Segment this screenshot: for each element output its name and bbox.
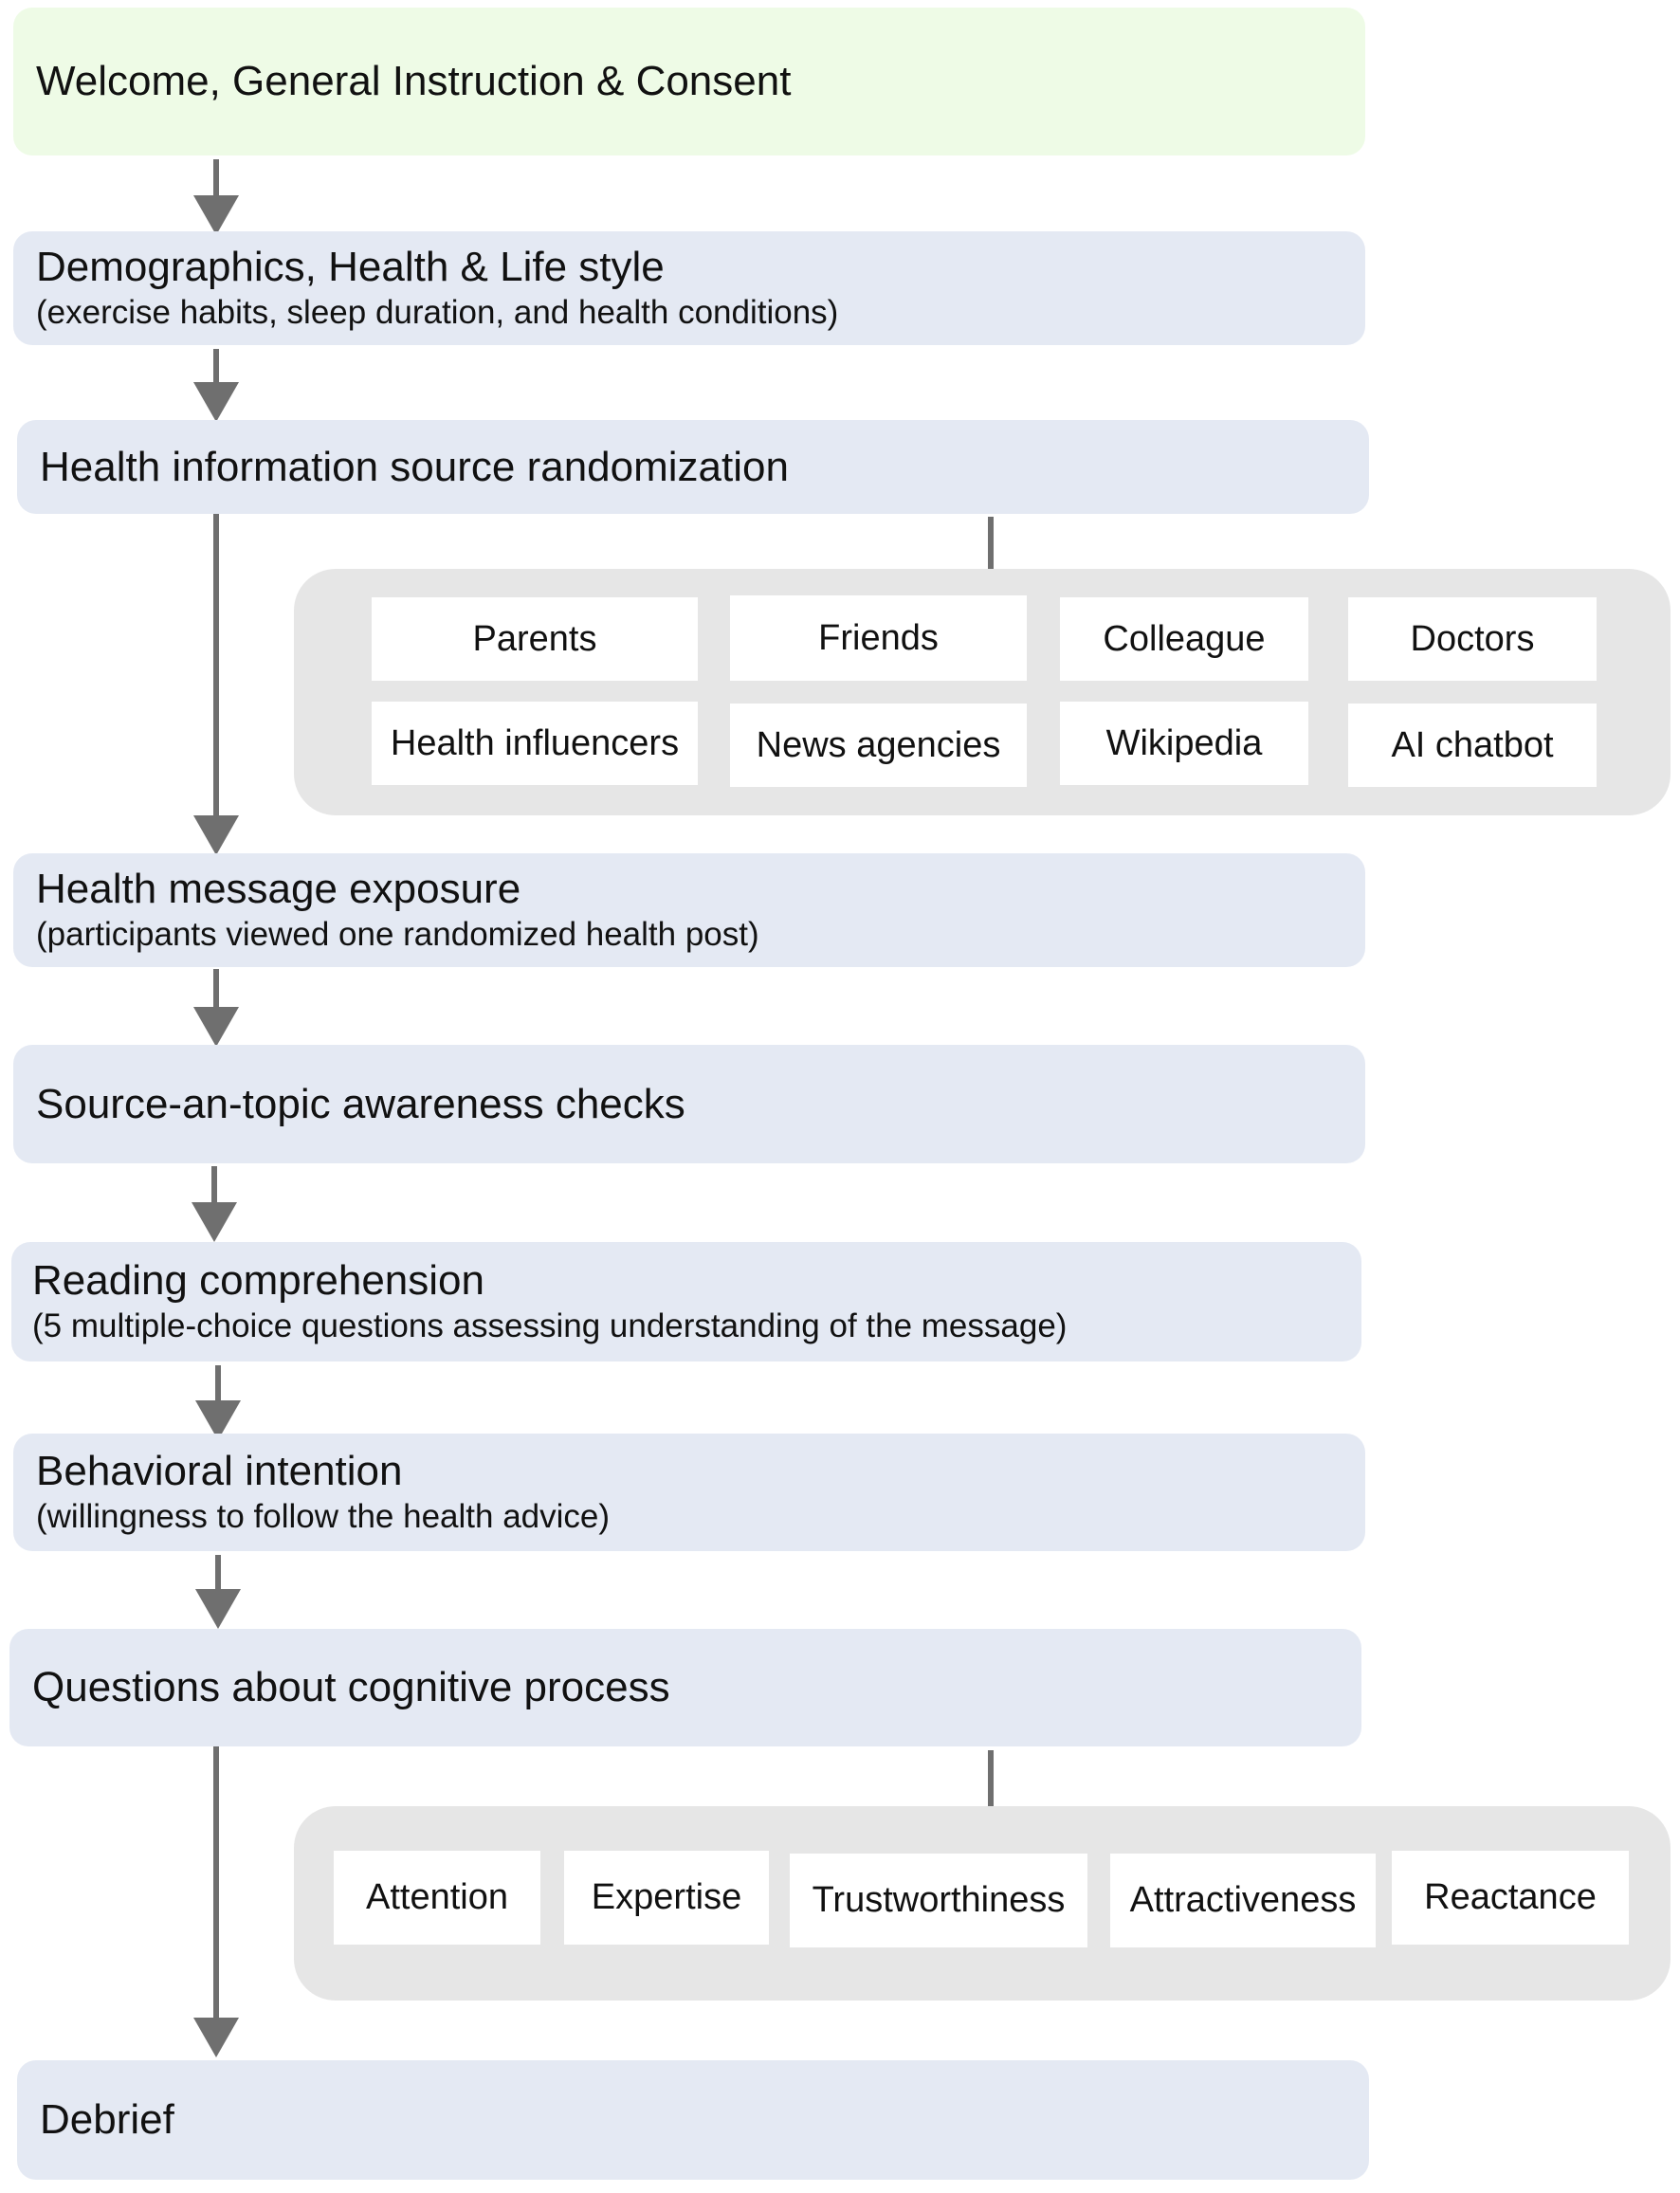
step-cognitive-process: Questions about cognitive process (9, 1629, 1361, 1746)
step-welcome-consent: Welcome, General Instruction & Consent (13, 8, 1365, 155)
step-comprehension-subtitle: (5 multiple-choice questions assessing u… (32, 1307, 1068, 1344)
factor-reactance: Reactance (1392, 1851, 1629, 1945)
step-debrief-title: Debrief (40, 2096, 174, 2143)
step-debrief: Debrief (17, 2060, 1369, 2180)
step-awareness-title: Source-an-topic awareness checks (36, 1080, 685, 1127)
factor-attention: Attention (334, 1851, 540, 1945)
step-welcome-title: Welcome, General Instruction & Consent (36, 58, 792, 104)
source-option-wikipedia: Wikipedia (1060, 702, 1308, 785)
step-intention-title: Behavioral intention (36, 1448, 403, 1494)
cognitive-factors-panel: Attention Expertise Trustworthiness Attr… (294, 1806, 1671, 2001)
step-comprehension-title: Reading comprehension (32, 1257, 484, 1304)
step-exposure-title: Health message exposure (36, 866, 521, 912)
step-demographics-subtitle: (exercise habits, sleep duration, and he… (36, 294, 839, 331)
source-option-news-agencies: News agencies (730, 704, 1027, 787)
source-option-health-influencers: Health influencers (372, 702, 698, 785)
factor-trustworthiness: Trustworthiness (790, 1854, 1087, 1947)
source-option-colleague: Colleague (1060, 597, 1308, 681)
step-intention-subtitle: (willingness to follow the health advice… (36, 1498, 611, 1535)
source-option-doctors: Doctors (1348, 597, 1597, 681)
source-options-panel: Parents Friends Colleague Doctors Health… (294, 569, 1671, 815)
step-randomization-title: Health information source randomization (40, 443, 789, 490)
step-message-exposure: Health message exposure (participants vi… (13, 853, 1365, 967)
step-behavioral-intention: Behavioral intention (willingness to fol… (13, 1434, 1365, 1551)
source-option-friends: Friends (730, 595, 1027, 681)
step-demographics: Demographics, Health & Life style (exerc… (13, 231, 1365, 345)
step-reading-comprehension: Reading comprehension (5 multiple-choice… (11, 1242, 1361, 1361)
step-cognitive-title: Questions about cognitive process (32, 1664, 670, 1710)
step-exposure-subtitle: (participants viewed one randomized heal… (36, 916, 759, 953)
source-option-parents: Parents (372, 597, 698, 681)
factor-attractiveness: Attractiveness (1110, 1854, 1376, 1947)
factor-expertise: Expertise (564, 1851, 769, 1945)
source-option-ai-chatbot: AI chatbot (1348, 704, 1597, 787)
step-demographics-title: Demographics, Health & Life style (36, 244, 665, 290)
step-source-randomization: Health information source randomization (17, 420, 1369, 514)
step-awareness-checks: Source-an-topic awareness checks (13, 1045, 1365, 1163)
